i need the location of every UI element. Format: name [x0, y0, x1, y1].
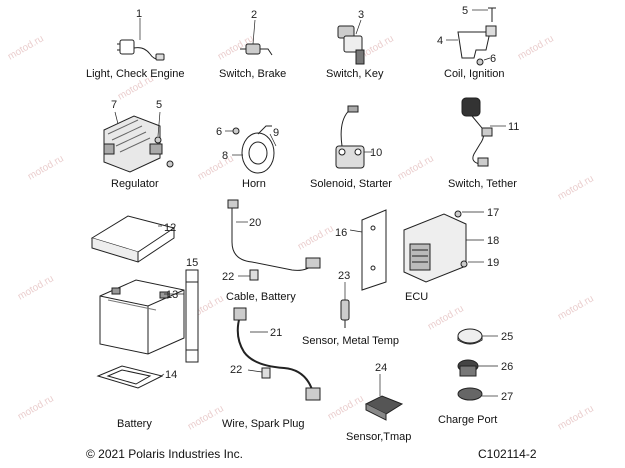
callout-3: 3 [358, 9, 364, 21]
callout-18: 18 [487, 235, 499, 247]
figure-id: C102114-2 [478, 447, 537, 461]
watermark-text: motod.ru [196, 153, 236, 182]
watermark-text: motod.ru [326, 393, 366, 422]
callout-19: 19 [487, 257, 499, 269]
callout-numbers: 1 2 3 5 4 6 7 5 6 9 8 10 11 12 20 16 17 … [111, 5, 519, 403]
callout-21: 21 [270, 327, 282, 339]
callout-13: 13 [166, 289, 178, 301]
callout-15: 15 [186, 257, 198, 269]
label-solenoid-starter: Solenoid, Starter [310, 178, 392, 190]
watermark-text: motod.ru [16, 393, 56, 422]
battery-strap-part [185, 269, 199, 363]
battery-part [99, 279, 185, 355]
watermark-text: motod.ru [556, 293, 596, 322]
tmap-sensor-part [364, 374, 404, 421]
horn-part [225, 125, 277, 174]
label-switch-tether: Switch, Tether [448, 178, 517, 190]
callout-17: 17 [487, 207, 499, 219]
watermark-text: motod.ru [296, 223, 336, 252]
callout-5-regulator: 5 [156, 99, 162, 111]
charge-port-part [457, 328, 498, 401]
label-sensor-tmap: Sensor,Tmap [346, 431, 412, 443]
watermark-text: motod.ru [16, 273, 56, 302]
battery-cable-part [227, 199, 321, 281]
ignition-coil-part [446, 7, 497, 66]
ecu-bracket-part [349, 209, 387, 291]
callout-5: 5 [462, 5, 468, 17]
callout-12: 12 [164, 222, 176, 234]
copyright-text: © 2021 Polaris Industries Inc. [86, 447, 243, 461]
metal-temp-sensor-part [340, 282, 350, 328]
callout-26: 26 [501, 361, 513, 373]
callout-23: 23 [338, 270, 350, 282]
tether-switch-part [461, 97, 506, 167]
label-regulator: Regulator [111, 178, 159, 190]
brake-switch-part [240, 19, 273, 56]
regulator-part [103, 111, 174, 173]
watermark-text: motod.ru [516, 33, 556, 62]
callout-4: 4 [437, 35, 443, 47]
check-engine-light-part [117, 18, 165, 61]
label-wire-spark-plug: Wire, Spark Plug [222, 418, 305, 430]
callout-24: 24 [375, 362, 387, 374]
callout-2: 2 [251, 9, 257, 21]
callout-6: 6 [490, 53, 496, 65]
label-switch-brake: Switch, Brake [219, 68, 287, 80]
starter-solenoid-part [335, 105, 372, 169]
callout-16: 16 [335, 227, 347, 239]
key-switch-part [337, 19, 365, 65]
label-coil-ignition: Coil, Ignition [444, 68, 505, 80]
label-charge-port: Charge Port [438, 414, 498, 426]
battery-cover-part [90, 215, 176, 263]
label-battery: Battery [117, 418, 152, 430]
callout-25: 25 [501, 331, 513, 343]
label-ecu: ECU [405, 291, 429, 303]
callout-6-horn: 6 [216, 126, 222, 138]
callout-22-cable: 22 [222, 271, 234, 283]
label-horn: Horn [242, 178, 266, 190]
label-light-check-engine: Light, Check Engine [86, 68, 185, 80]
watermark-text: motod.ru [396, 153, 436, 182]
callout-20: 20 [249, 217, 261, 229]
callout-10: 10 [370, 147, 382, 159]
callout-11: 11 [508, 121, 519, 133]
ecu-part [403, 210, 484, 283]
watermark-text: motod.ru [426, 303, 466, 332]
label-sensor-metal-temp: Sensor, Metal Temp [302, 335, 400, 347]
label-switch-key: Switch, Key [326, 68, 384, 80]
watermark-text: motod.ru [186, 403, 226, 432]
label-cable-battery: Cable, Battery [226, 291, 296, 303]
callout-22: 22 [230, 364, 242, 376]
callout-8: 8 [222, 150, 228, 162]
battery-pad-part [96, 365, 165, 389]
callout-14: 14 [165, 369, 177, 381]
watermark-text: motod.ru [556, 403, 596, 432]
callout-27: 27 [501, 391, 513, 403]
callout-9: 9 [273, 127, 279, 139]
watermark-text: motod.ru [556, 173, 596, 202]
callout-7: 7 [111, 99, 117, 111]
callout-1: 1 [136, 8, 142, 20]
watermark-text: motod.ru [26, 153, 66, 182]
watermark-text: motod.ru [6, 33, 46, 62]
spark-plug-wire-part [233, 307, 321, 401]
